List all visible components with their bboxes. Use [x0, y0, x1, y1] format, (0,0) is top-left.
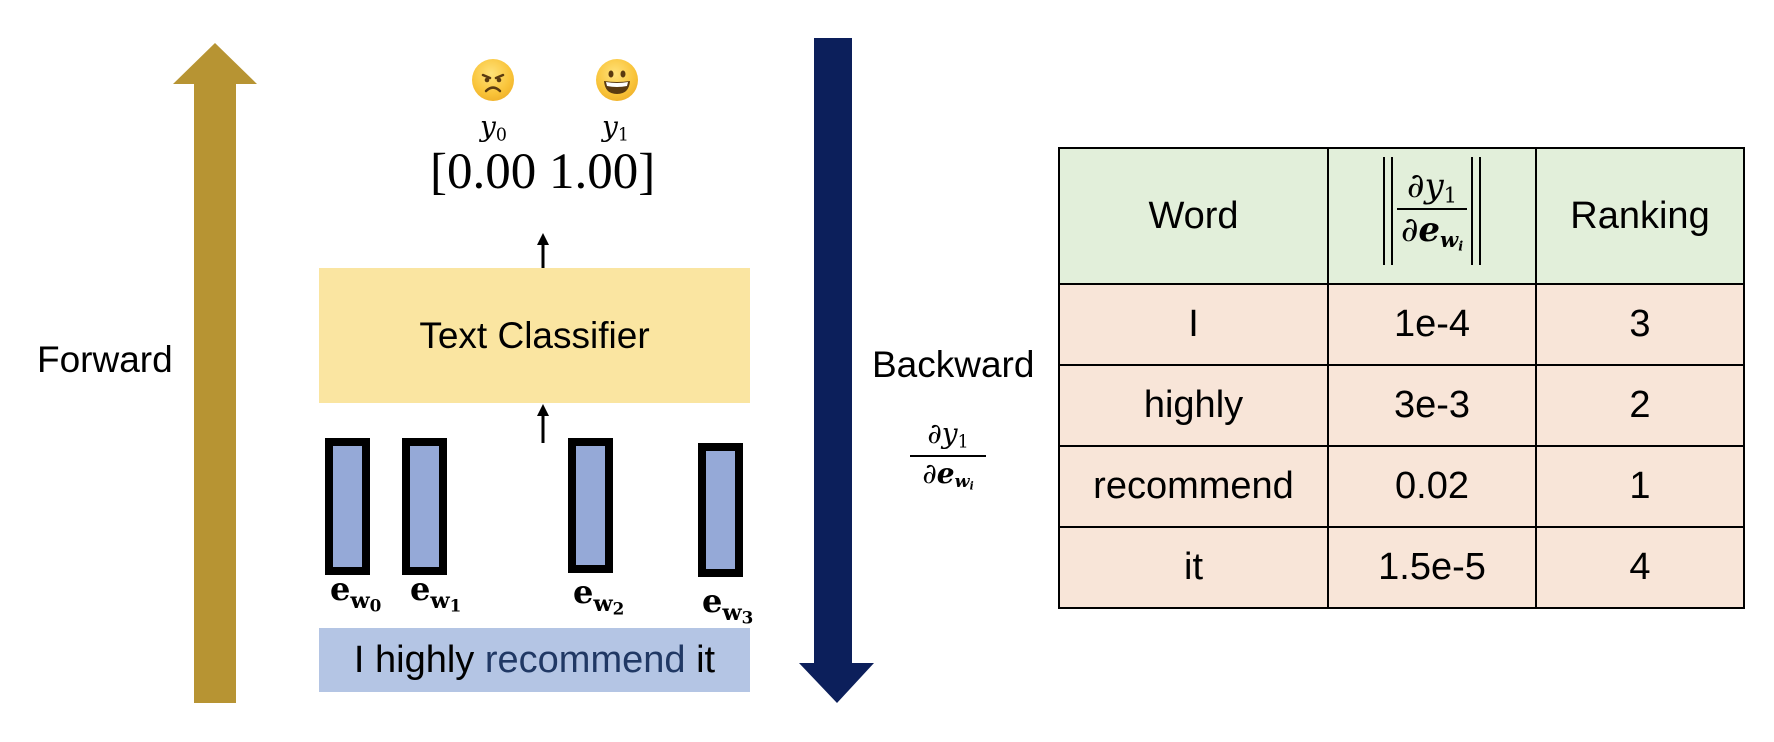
cell-gradient: 1e-4 [1327, 283, 1537, 366]
table-row: highly 3e-3 2 [1058, 364, 1745, 447]
flow-arrow-output-icon [537, 233, 549, 272]
header-word: Word [1058, 147, 1329, 285]
embedding-label: ew3 [702, 582, 754, 628]
embedding-vector [568, 438, 613, 573]
embedding-vector [402, 438, 447, 575]
backward-label: Backward [872, 344, 1035, 385]
cell-gradient: 3e-3 [1327, 364, 1537, 447]
table-row: it 1.5e-5 4 [1058, 526, 1745, 609]
output-label-y0: y0 [480, 110, 507, 146]
text-classifier-label: Text Classifier [419, 314, 650, 356]
table-row: I 1e-4 3 [1058, 283, 1745, 366]
sentence-suffix: it [685, 638, 716, 681]
norm-bar-left [1382, 157, 1393, 265]
grinning-face-icon [596, 59, 638, 101]
formula-denominator: ∂ewi [922, 456, 974, 493]
cell-gradient: 1.5e-5 [1327, 526, 1537, 609]
cell-word: recommend [1058, 445, 1329, 528]
header-ranking: Ranking [1535, 147, 1745, 285]
sentence-highlighted-word: recommend [484, 638, 686, 681]
gradient-fraction: ∂y1 ∂ewi [1396, 169, 1468, 253]
cell-ranking: 2 [1535, 364, 1745, 447]
table-header-row: Word ∂y1 ∂ewi Ranking [1058, 147, 1745, 285]
cell-word: I [1058, 283, 1329, 366]
output-label-y1: y1 [602, 110, 629, 146]
gradient-ranking-table: Word ∂y1 ∂ewi Ranking I 1e-4 3 [1058, 147, 1745, 609]
embedding-vector [698, 443, 743, 577]
cell-ranking: 1 [1535, 445, 1745, 528]
embedding-label: ew0 [330, 570, 382, 616]
fraction-bar [910, 454, 986, 457]
cell-word: it [1058, 526, 1329, 609]
formula-numerator: ∂y1 [927, 417, 969, 453]
output-probabilities: [0.00 1.00] [430, 144, 656, 200]
forward-arrow-icon [173, 43, 257, 703]
embedding-vector [325, 438, 370, 575]
cell-ranking: 3 [1535, 283, 1745, 366]
text-classifier-box: Text Classifier [319, 268, 750, 403]
cell-ranking: 4 [1535, 526, 1745, 609]
header-gradient-norm: ∂y1 ∂ewi [1327, 147, 1537, 285]
backward-gradient-formula: ∂y1 ∂ewi [910, 420, 986, 492]
forward-label: Forward [37, 339, 173, 380]
flow-arrow-input-icon [537, 404, 549, 443]
angry-face-icon [472, 59, 514, 101]
cell-word: highly [1058, 364, 1329, 447]
embedding-label: ew2 [573, 573, 625, 619]
table-row: recommend 0.02 1 [1058, 445, 1745, 528]
cell-gradient: 0.02 [1327, 445, 1537, 528]
sentence-prefix: I highly [353, 638, 485, 681]
input-sentence: I highly recommend it [319, 628, 750, 692]
norm-bar-right [1471, 157, 1482, 265]
backward-arrow-icon [799, 38, 874, 703]
embedding-label: ew1 [410, 570, 462, 616]
gradient-norm-formula: ∂y1 ∂ewi [1379, 157, 1485, 265]
